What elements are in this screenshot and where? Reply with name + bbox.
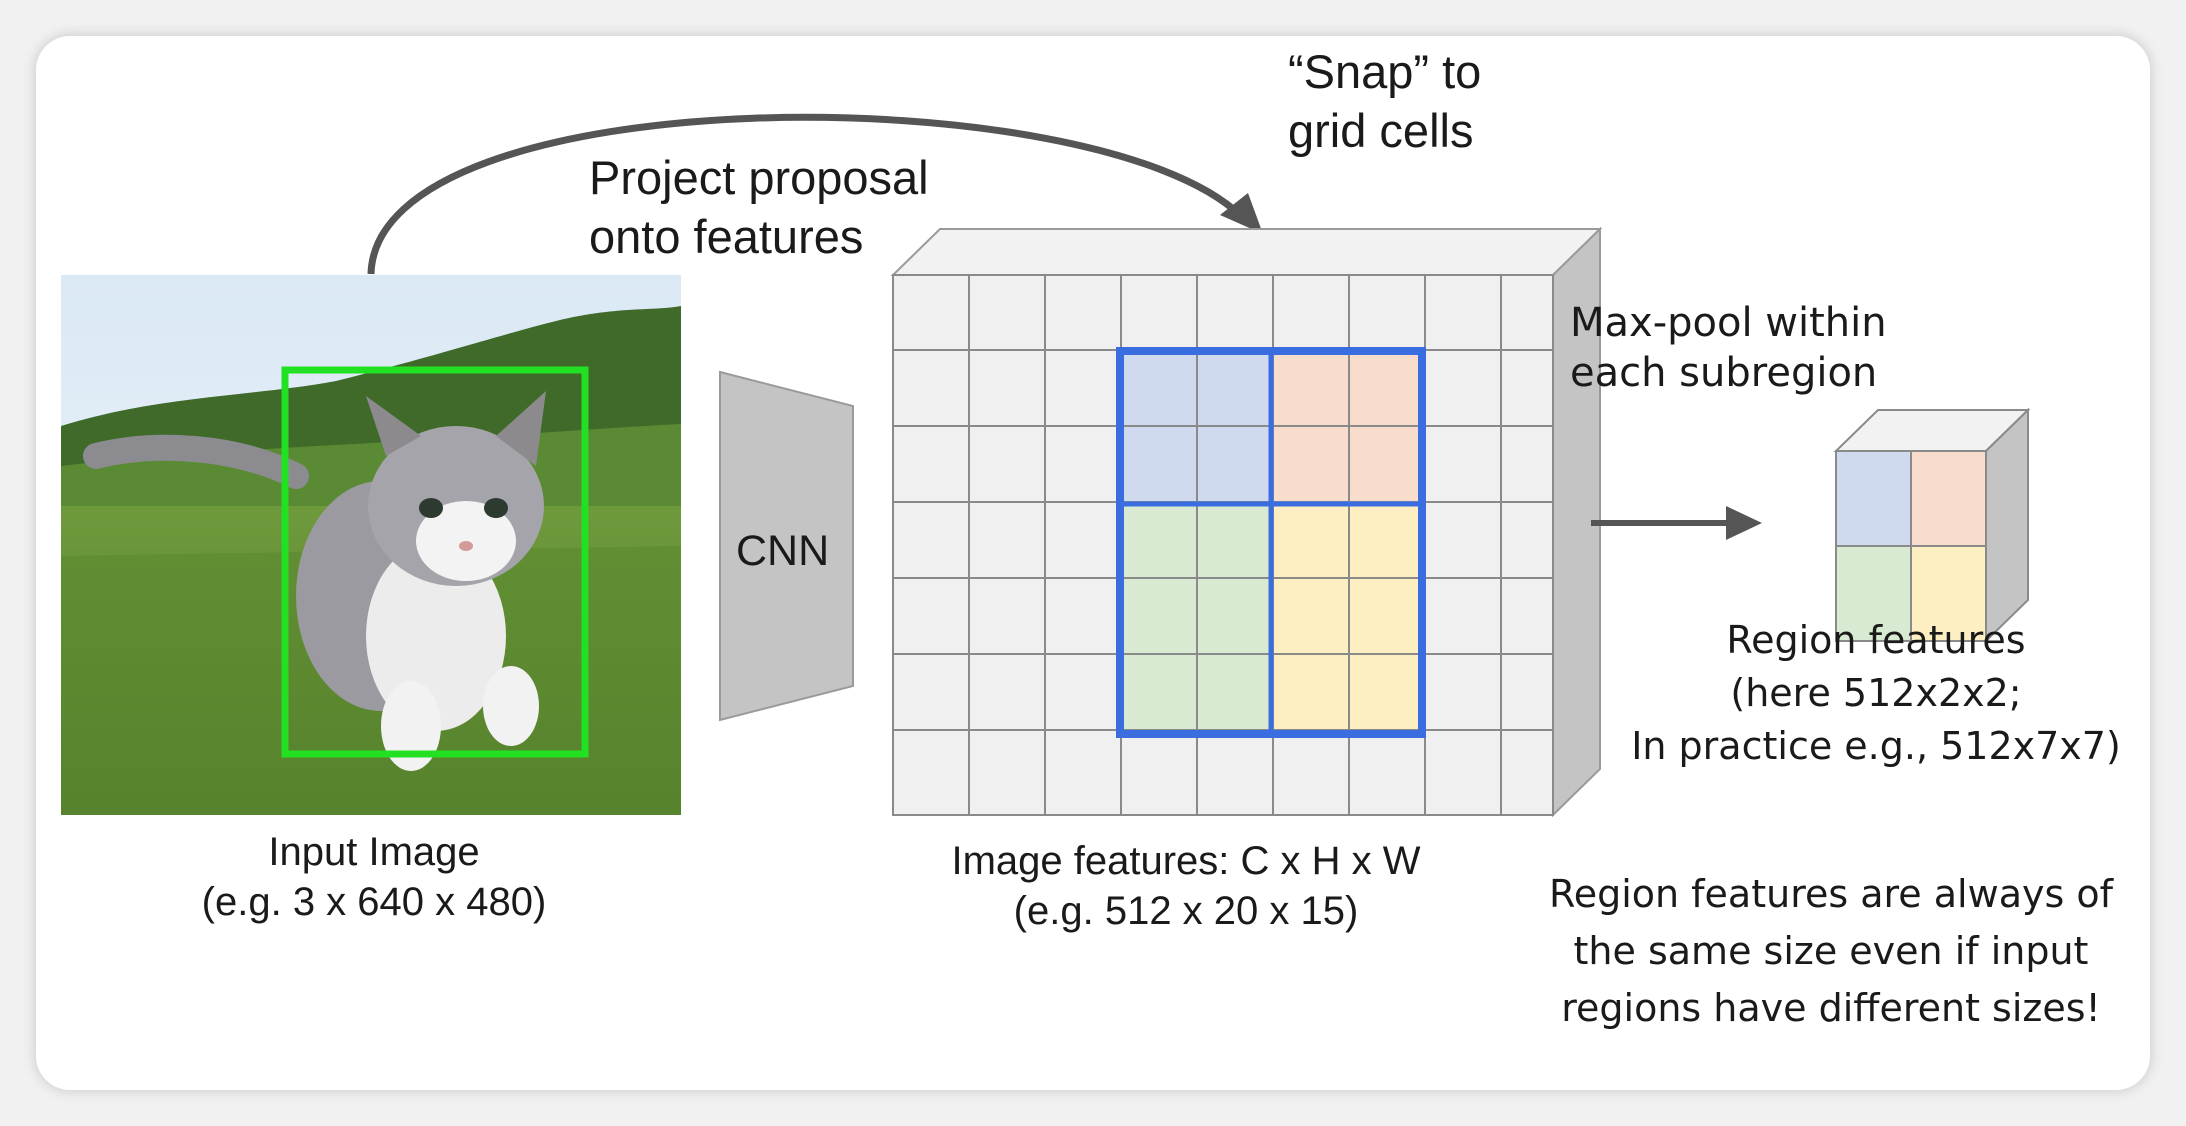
projection-arrow-head bbox=[1220, 193, 1263, 234]
region-features-line-2: (here 512x2x2; bbox=[1730, 671, 2022, 716]
region-note-label: Region features are always of the same s… bbox=[1536, 866, 2126, 1037]
projection-arrow bbox=[367, 113, 1244, 275]
region-features-line-1: Region features bbox=[1726, 618, 2026, 662]
maxpool-line-1: Max-pool within bbox=[1570, 300, 1887, 346]
region-feature-cube bbox=[1833, 407, 2031, 644]
project-proposal-label: Project proposal onto features bbox=[589, 148, 929, 266]
project-proposal-line-2: onto features bbox=[589, 210, 864, 264]
roi-grid bbox=[1116, 347, 1426, 738]
slide-card: Project proposal onto features “Snap” to… bbox=[36, 36, 2150, 1090]
region-features-label: Region features (here 512x2x2; In practi… bbox=[1616, 614, 2136, 774]
snap-line-1: “Snap” to bbox=[1288, 45, 1482, 98]
image-features-line-2: (e.g. 512 x 20 x 15) bbox=[1013, 889, 1359, 934]
region-features-line-3: In practice e.g., 512x7x7) bbox=[1631, 724, 2121, 769]
snap-label: “Snap” to grid cells bbox=[1288, 42, 1481, 160]
roi-pool-diagram bbox=[61, 113, 2031, 818]
snap-line-2: grid cells bbox=[1288, 104, 1474, 158]
region-note-line-1: Region features are always of bbox=[1549, 872, 2113, 916]
feature-volume bbox=[890, 226, 1603, 818]
image-features-label: Image features: C x H x W (e.g. 512 x 20… bbox=[916, 836, 1456, 937]
input-image-label: Input Image (e.g. 3 x 640 x 480) bbox=[164, 827, 584, 928]
region-note-line-2: the same size even if input bbox=[1573, 929, 2089, 973]
input-image-line-2: (e.g. 3 x 640 x 480) bbox=[201, 880, 547, 925]
trapezoid-icon bbox=[719, 370, 854, 722]
image-features-line-1: Image features: C x H x W bbox=[951, 839, 1421, 883]
region-note-line-3: regions have different sizes! bbox=[1561, 986, 2101, 1030]
proposal-box bbox=[281, 366, 589, 758]
cnn-label: CNN bbox=[736, 527, 830, 575]
pool-arrow-head bbox=[1726, 506, 1762, 540]
maxpool-label: Max-pool within each subregion bbox=[1570, 298, 1887, 399]
project-proposal-line-1: Project proposal bbox=[589, 151, 929, 204]
maxpool-line-2: each subregion bbox=[1570, 350, 1878, 397]
input-image-line-1: Input Image bbox=[268, 830, 480, 874]
kitten-photo-icon bbox=[61, 275, 681, 815]
